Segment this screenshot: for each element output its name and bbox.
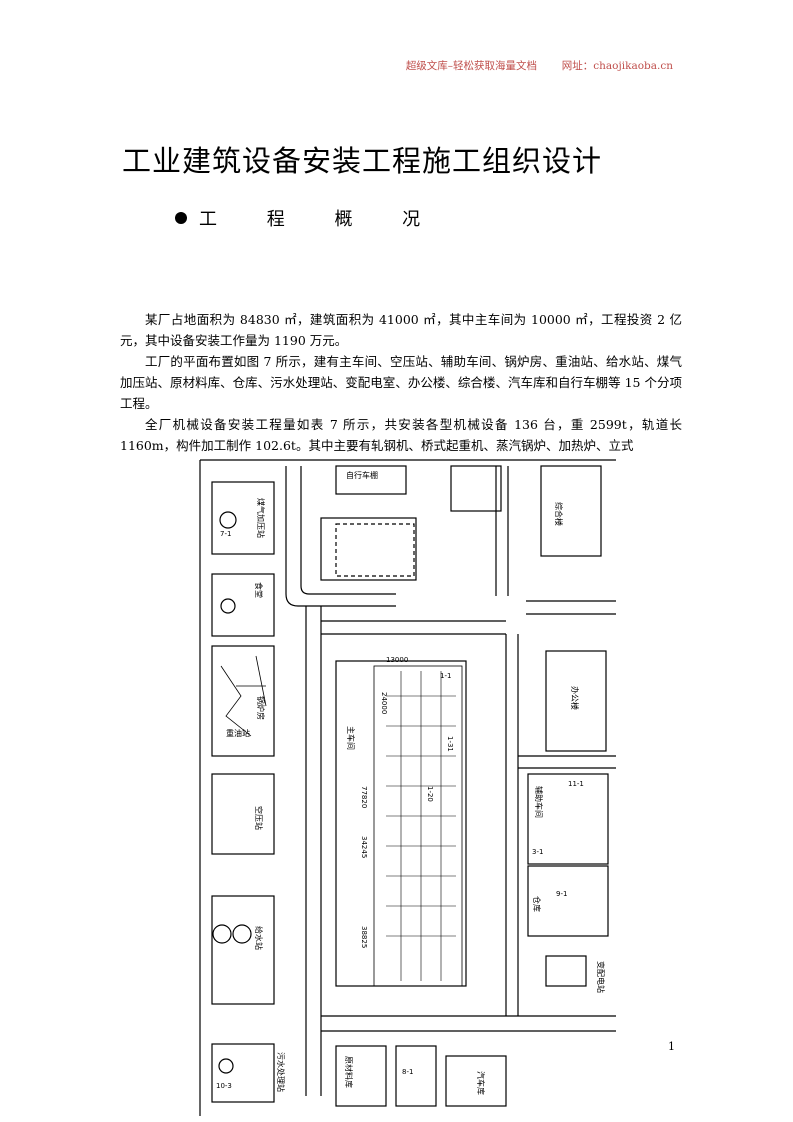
label-mark-1-31: 1-31: [446, 736, 454, 752]
workshop-columns: [400, 671, 442, 981]
page-header: 超级文库–轻松获取海量文档 网址：chaojikaoba.cn: [406, 58, 673, 73]
building-bicycle-shed: [335, 465, 407, 495]
label-dim-38825: 38825: [360, 926, 368, 948]
road-main-north: [321, 620, 506, 635]
building-warehouse: [527, 865, 609, 937]
label-canteen: 食堂: [254, 582, 264, 598]
road-north-west: [285, 466, 396, 607]
building-boiler: [211, 645, 275, 757]
gas-equipment-circle: [219, 511, 237, 529]
label-mark-9-1: 9-1: [556, 890, 567, 898]
label-mark-10-3: 10-3: [216, 1082, 232, 1090]
building-substation: [545, 955, 587, 987]
building-aux: [527, 773, 609, 865]
paragraph-3: 全厂机械设备安装工程量如表 7 所示，共安装各型机械设备 136 台，重 259…: [120, 416, 682, 453]
label-dim-34245: 34245: [360, 836, 368, 858]
label-boiler-room: 锅炉房: [256, 696, 266, 720]
label-mark-7-1: 7-1: [220, 530, 231, 538]
label-warehouse: 仓库: [532, 896, 542, 912]
building-gas-station: [211, 481, 275, 555]
building-canteen: [211, 573, 275, 637]
label-aux-workshop: 辅助车间: [534, 786, 544, 818]
building-garage: [445, 1055, 507, 1107]
site-plan-figure: 煤气加压站 自行车棚 食堂 综合楼 锅炉房 重油站 空压站 给水站 主车间 办公…: [196, 456, 616, 1118]
label-heavy-oil: 重油站: [226, 728, 250, 738]
label-office: 办公楼: [570, 686, 580, 710]
road-south: [321, 1015, 616, 1032]
site-plan-drawing: 煤气加压站 自行车棚 食堂 综合楼 锅炉房 重油站 空压站 给水站 主车间 办公…: [199, 459, 616, 1116]
paragraph-2: 工厂的平面布置如图 7 所示，建有主车间、空压站、辅助车间、锅炉房、重油站、给水…: [120, 353, 682, 411]
road-west: [305, 606, 322, 1096]
building-raw-material: [335, 1045, 387, 1107]
label-dim-77820: 77820: [360, 786, 368, 808]
label-dim-24000: 24000: [380, 692, 388, 714]
label-garage: 汽车库: [476, 1071, 486, 1095]
label-main-workshop: 主车间: [346, 726, 356, 750]
road-east: [505, 634, 519, 1016]
water-tank-2: [232, 924, 252, 944]
section-heading: 工 程 概 况: [175, 205, 442, 231]
label-water-supply: 给水站: [254, 926, 264, 950]
label-raw-material: 原材料库: [344, 1056, 354, 1088]
label-mark-11-1: 11-1: [568, 780, 584, 788]
paragraph-1: 某厂占地面积为 84830 ㎡，建筑面积为 41000 ㎡，其中主车间为 100…: [120, 311, 682, 348]
building-air-comp: [211, 773, 275, 855]
sewage-equipment-circle: [218, 1058, 234, 1074]
label-mark-3-1: 3-1: [532, 848, 543, 856]
site-boundary: [199, 459, 616, 1116]
header-site-name: 超级文库–轻松获取海量文档: [405, 60, 538, 72]
canteen-equipment-circle: [220, 598, 236, 614]
label-mark-8-1: 8-1: [402, 1068, 413, 1076]
building-main-inner: [373, 665, 463, 987]
header-url: 网址：chaojikaoba.cn: [561, 60, 673, 72]
building-sewage: [211, 1043, 275, 1103]
label-mark-1-1: 1-1: [440, 672, 451, 680]
building-complex-dashed: [335, 523, 415, 577]
label-substation: 变配电站: [596, 961, 606, 993]
label-sewage: 污水处理站: [276, 1052, 286, 1092]
building-water: [211, 895, 275, 1005]
label-bicycle-shed: 自行车棚: [346, 470, 378, 480]
building-raw-material-2: [395, 1045, 437, 1107]
building-complex-outline: [320, 517, 417, 581]
water-tank-1: [212, 924, 232, 944]
road-east-mid: [518, 755, 616, 769]
label-gas-station: 煤气加压站: [256, 498, 266, 538]
building-office: [545, 650, 607, 752]
page-number: 1: [668, 1040, 675, 1053]
label-complex-bldg: 综合楼: [554, 502, 564, 526]
road-east-north: [526, 600, 616, 615]
road-north: [495, 466, 509, 596]
section-heading-text: 工 程 概 况: [199, 209, 443, 230]
document-title: 工业建筑设备安装工程施工组织设计: [122, 144, 603, 178]
label-air-comp: 空压站: [254, 806, 264, 830]
label-dim-13000: 13000: [386, 656, 408, 664]
bullet-icon: [175, 212, 187, 224]
label-mark-1-20: 1-20: [426, 786, 434, 802]
boiler-equipment: [220, 655, 267, 737]
building-complex: [540, 465, 602, 557]
building-misc: [450, 465, 502, 512]
